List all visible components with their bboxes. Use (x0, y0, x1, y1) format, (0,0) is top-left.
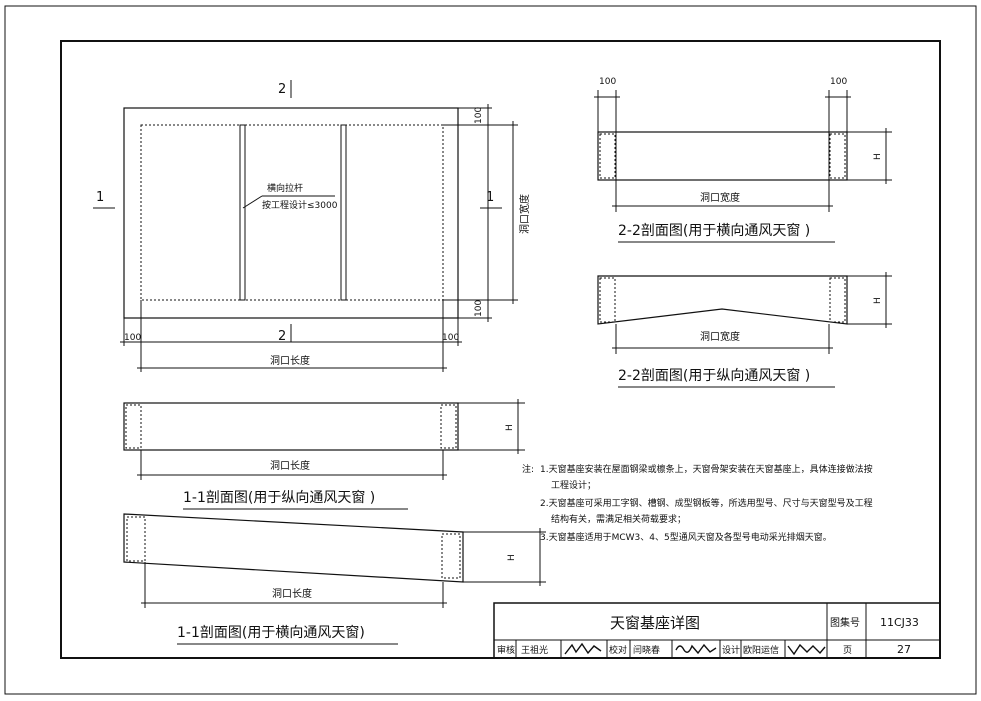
base-end-left (125, 404, 142, 449)
dim-100-left: 100 (599, 77, 616, 87)
base-end-left (599, 133, 616, 179)
title-1-1-lateral: 1-1剖面图(用于横向通风天窗) (177, 624, 365, 641)
section-mark-2-top: 2 (278, 82, 286, 97)
section-mark-1-right: 1 (486, 190, 494, 205)
dim-h: H (873, 297, 883, 304)
base-end-right (440, 404, 457, 449)
dim-h: H (507, 554, 517, 561)
dim-100-right-top: 100 (474, 107, 484, 124)
dim-opening-width-plan: 洞口宽度 (518, 194, 531, 234)
reviewer-signature (564, 642, 602, 655)
note-2-cont: 结构有关，需满足相关荷载要求； (551, 513, 686, 525)
tie-rod-label: 横向拉杆 (267, 182, 303, 194)
section-mark-1-left: 1 (96, 190, 104, 205)
dim-opening-width: 洞口宽度 (700, 330, 740, 343)
check-label: 校对 (609, 644, 627, 656)
base-beam-sloped (597, 275, 848, 325)
dim-opening-length-plan: 洞口长度 (270, 354, 310, 367)
title-2-2-longitudinal: 2-2剖面图(用于纵向通风天窗 ) (618, 367, 810, 384)
section-mark-2-bottom: 2 (278, 329, 286, 344)
title-2-2-lateral: 2-2剖面图(用于横向通风天窗 ) (618, 222, 810, 239)
title-block-frame (493, 602, 941, 659)
atlas-label: 图集号 (830, 616, 860, 629)
tie-rod-leader (242, 195, 263, 209)
base-beam (597, 131, 848, 181)
tie-rod-1 (239, 124, 246, 301)
designer-signature (787, 643, 826, 656)
dim-opening-width: 洞口宽度 (700, 191, 740, 204)
dim-100-right: 100 (830, 77, 847, 87)
reviewer-name: 王祖光 (521, 644, 548, 656)
base-beam-sloped (123, 513, 464, 583)
section-1-1-lateral: H 洞口长度 1-1剖面图(用于横向通风天窗) (123, 513, 546, 645)
note-1-cont: 工程设计； (551, 479, 596, 491)
checker-name: 闫晓春 (633, 644, 660, 656)
base-end-left (599, 277, 616, 323)
drawing-frame (60, 40, 941, 659)
section-2-2-longitudinal: H 洞口宽度 2-2剖面图(用于纵向通风天窗 ) (597, 272, 892, 388)
checker-signature (675, 643, 717, 655)
plan-outer-outline (123, 107, 459, 319)
base-end-left (126, 516, 146, 562)
dim-opening-length: 洞口长度 (272, 587, 312, 600)
notes-prefix: 注: (522, 463, 534, 475)
design-label: 设计 (722, 644, 740, 656)
plan-inner-outline (140, 124, 444, 301)
atlas-number: 11CJ33 (880, 616, 919, 629)
designer-name: 欧阳运信 (743, 644, 779, 656)
dim-h: H (873, 153, 883, 160)
dim-h: H (505, 424, 515, 431)
title-block: 天窗基座详图 图集号 11CJ33 审核 王祖光 校对 闫晓春 设计 欧阳运信 … (493, 602, 941, 659)
base-end-right (829, 277, 846, 323)
dim-100-bottom-left: 100 (124, 333, 141, 343)
notes-block: 注: 1.天窗基座安装在屋面钢梁或檩条上，天窗骨架安装在天窗基座上，具体连接做法… (522, 463, 873, 543)
dim-opening-length: 洞口长度 (270, 459, 310, 472)
section-2-2-lateral: 100 100 H 洞口宽度 2-2剖面图(用于横向通风天窗 ) (594, 77, 892, 243)
plan-view: 2 2 1 1 横向拉杆 按工程设计≤3000 100 100 洞口宽度 100… (93, 80, 531, 372)
drawing-title: 天窗基座详图 (610, 614, 700, 632)
dim-100-right-bottom: 100 (474, 300, 484, 317)
outer-border (4, 5, 977, 695)
section-1-1-longitudinal: H 洞口长度 1-1剖面图(用于纵向通风天窗 ) (123, 399, 525, 510)
note-2: 2.天窗基座可采用工字钢、槽钢、成型钢板等，所选用型号、尺寸与天窗型号及工程 (540, 497, 873, 509)
tie-rod-spacing: 按工程设计≤3000 (262, 199, 338, 211)
base-beam (123, 402, 459, 451)
page-number: 27 (897, 643, 911, 656)
base-end-right (441, 533, 461, 579)
page-label: 页 (843, 645, 852, 656)
base-end-right (829, 133, 846, 179)
note-3: 3.天窗基座适用于MCW3、4、5型通风天窗及各型号电动采光排烟天窗。 (540, 531, 832, 543)
dim-100-bottom-right: 100 (442, 333, 459, 343)
review-label: 审核 (497, 644, 515, 656)
tie-rod-2 (340, 124, 347, 301)
title-1-1-longitudinal: 1-1剖面图(用于纵向通风天窗 ) (183, 489, 375, 506)
note-1: 1.天窗基座安装在屋面钢梁或檩条上，天窗骨架安装在天窗基座上，具体连接做法按 (540, 463, 873, 475)
